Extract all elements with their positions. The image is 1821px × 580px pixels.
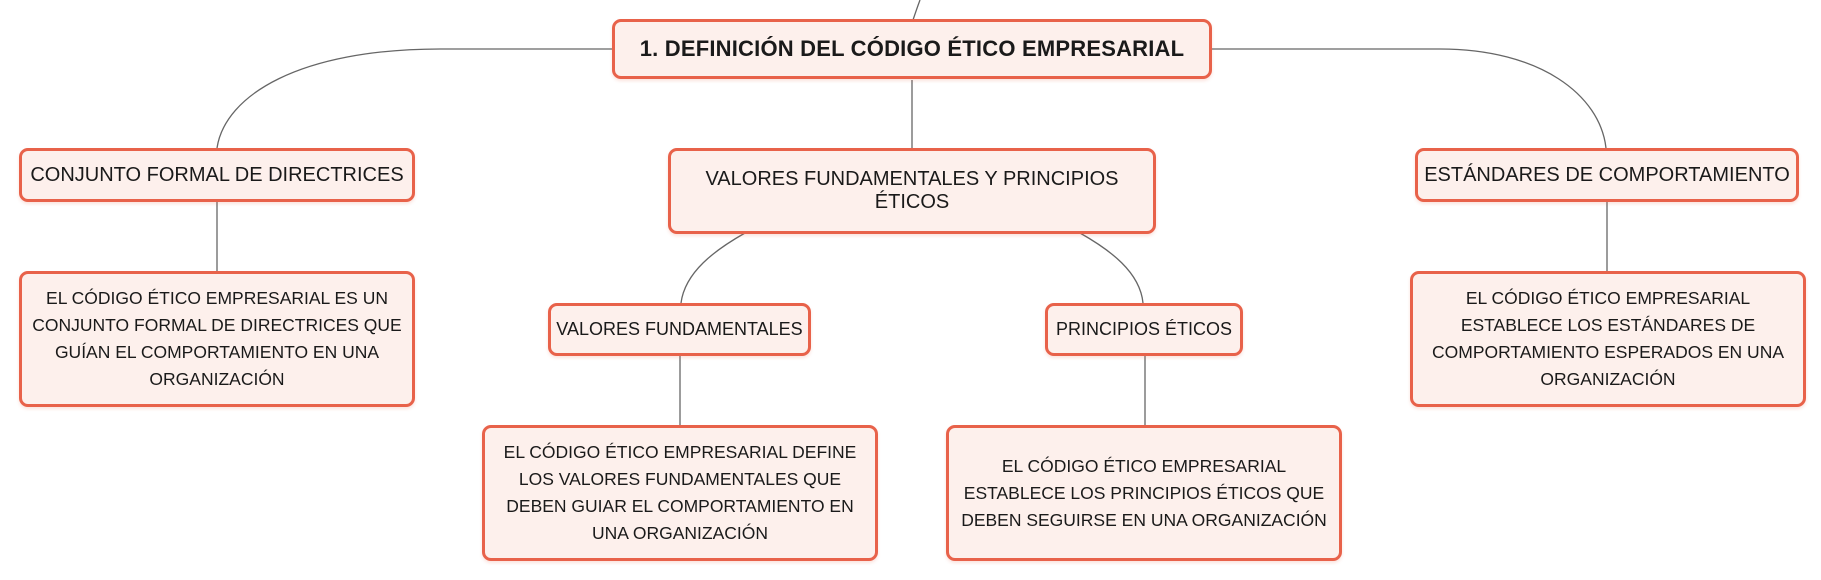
subtopic-valores-fundamentales-label: VALORES FUNDAMENTALES [556, 319, 803, 339]
detail-estandares-text: EL CÓDIGO ÉTICO EMPRESARIAL ESTABLECE LO… [1432, 288, 1784, 389]
detail-principios-eticos-text: EL CÓDIGO ÉTICO EMPRESARIAL ESTABLECE LO… [961, 455, 1327, 530]
topic-directrices-label: CONJUNTO FORMAL DE DIRECTRICES [30, 163, 404, 186]
connector-root-to-directrices [216, 48, 612, 149]
subtopic-valores-fundamentales[interactable]: VALORES FUNDAMENTALES [548, 303, 811, 356]
detail-directrices-text: EL CÓDIGO ÉTICO EMPRESARIAL ES UN CONJUN… [32, 288, 402, 389]
detail-valores-fundamentales-text: EL CÓDIGO ÉTICO EMPRESARIAL DEFINE LOS V… [503, 442, 857, 543]
root-topic-label: 1. DEFINICIÓN DEL CÓDIGO ÉTICO EMPRESARI… [639, 36, 1185, 61]
detail-directrices[interactable]: EL CÓDIGO ÉTICO EMPRESARIAL ES UN CONJUN… [19, 271, 415, 407]
topic-directrices[interactable]: CONJUNTO FORMAL DE DIRECTRICES [19, 148, 415, 202]
subtopic-principios-eticos[interactable]: PRINCIPIOS ÉTICOS [1045, 303, 1243, 356]
detail-valores-fundamentales[interactable]: EL CÓDIGO ÉTICO EMPRESARIAL DEFINE LOS V… [482, 425, 878, 561]
detail-estandares[interactable]: EL CÓDIGO ÉTICO EMPRESARIAL ESTABLECE LO… [1410, 271, 1806, 407]
root-topic[interactable]: 1. DEFINICIÓN DEL CÓDIGO ÉTICO EMPRESARI… [612, 19, 1212, 79]
connector-root-to-estandares [1212, 48, 1607, 149]
subtopic-principios-eticos-label: PRINCIPIOS ÉTICOS [1055, 319, 1233, 339]
topic-estandares-label: ESTÁNDARES DE COMPORTAMIENTO [1424, 163, 1790, 186]
topic-valores-principios-label: VALORES FUNDAMENTALES Y PRINCIPIOS ÉTICO… [705, 168, 1119, 213]
connector-valores-principios-to-principios [1079, 232, 1144, 304]
detail-principios-eticos[interactable]: EL CÓDIGO ÉTICO EMPRESARIAL ESTABLECE LO… [946, 425, 1342, 561]
connector-valores-principios-to-valores [680, 232, 746, 304]
topic-valores-principios[interactable]: VALORES FUNDAMENTALES Y PRINCIPIOS ÉTICO… [668, 148, 1156, 234]
connector-parent-in [912, 0, 921, 21]
topic-estandares[interactable]: ESTÁNDARES DE COMPORTAMIENTO [1415, 148, 1799, 202]
